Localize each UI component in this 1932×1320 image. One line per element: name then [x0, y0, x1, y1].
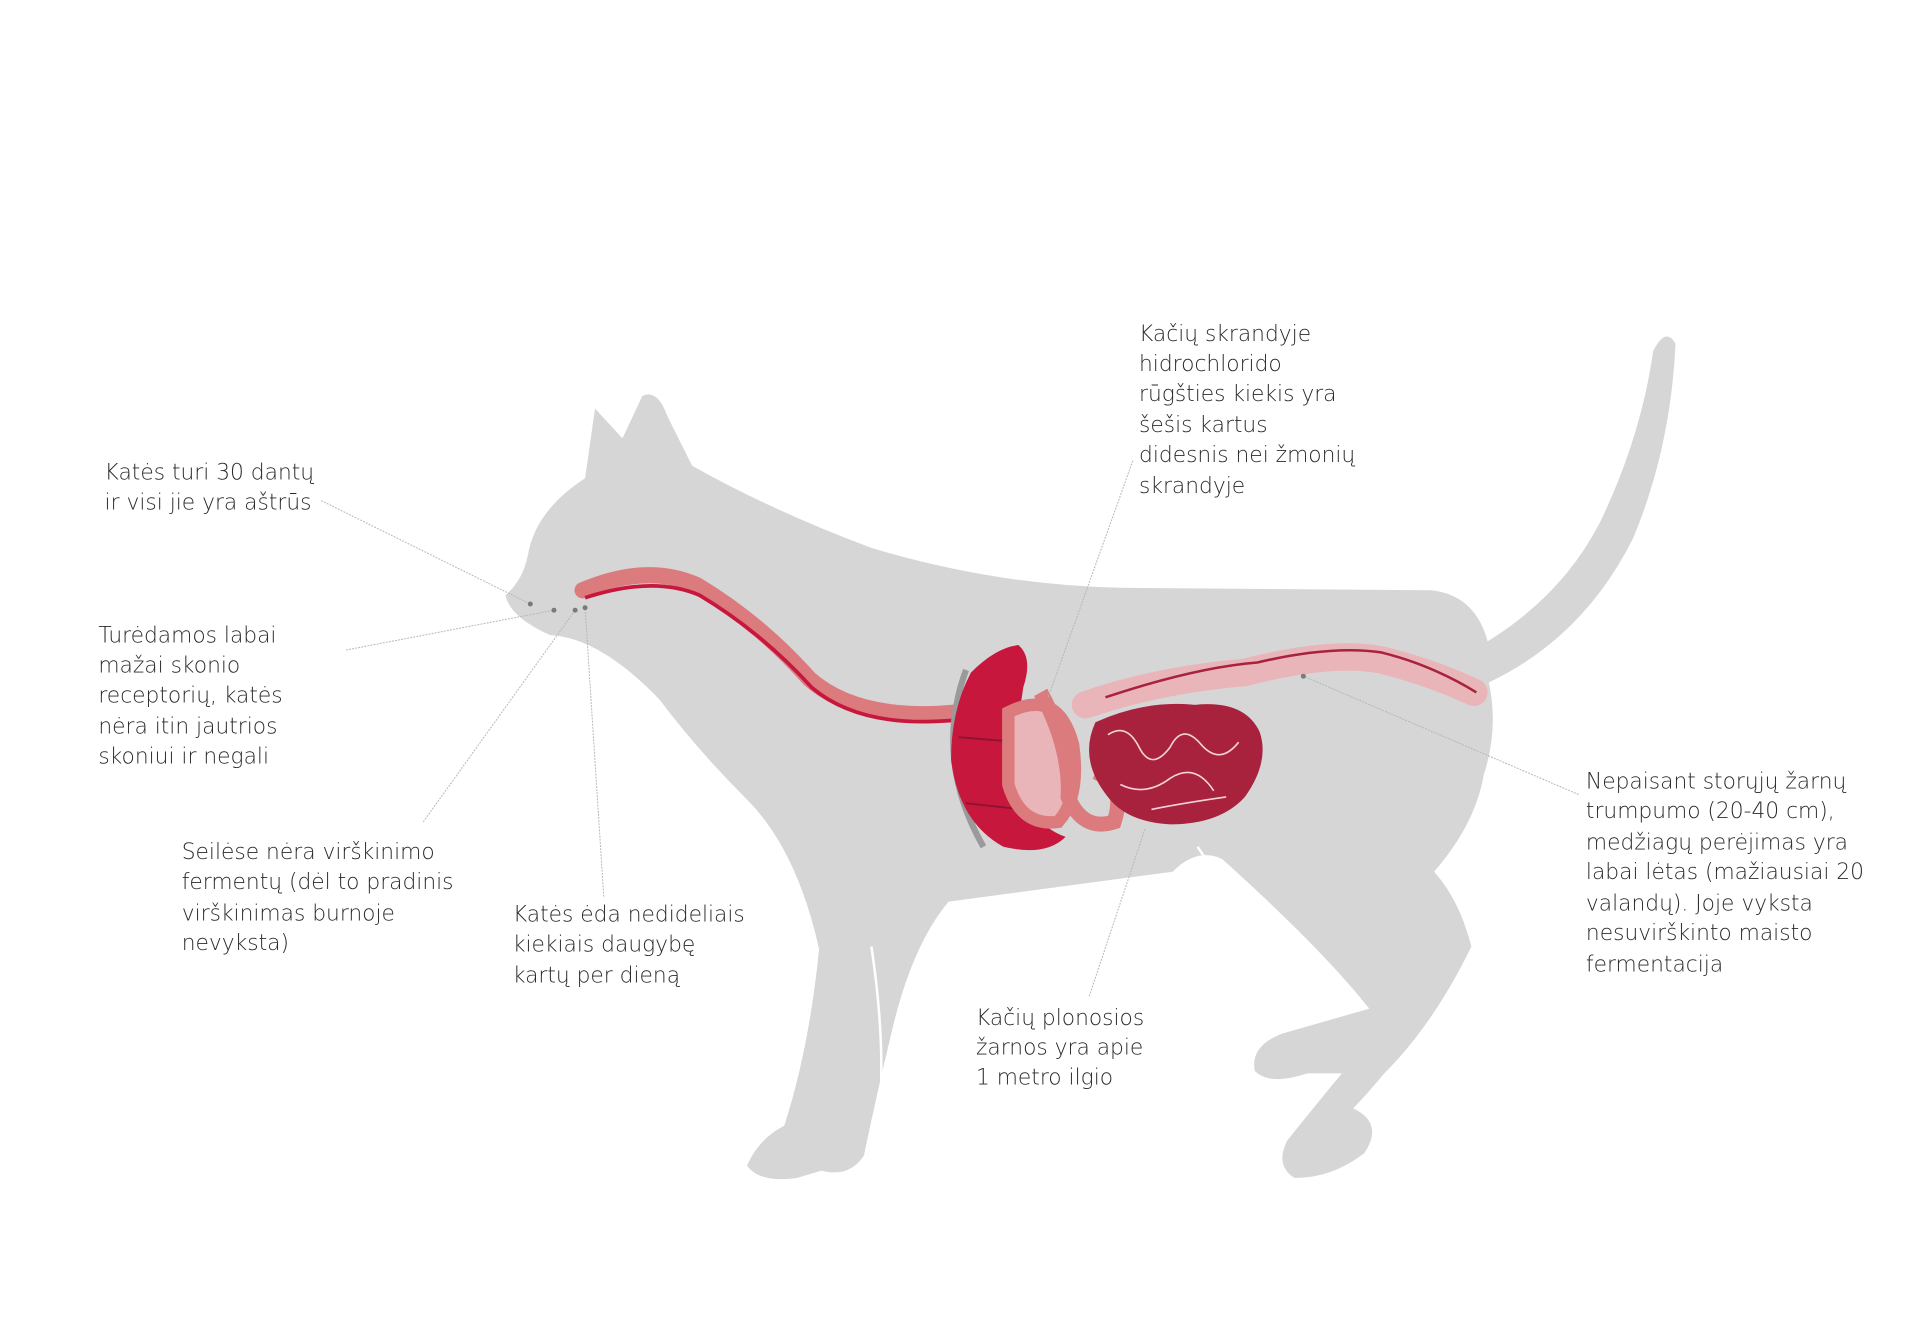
annotation-line: fermentų (dėl to pradinis [182, 870, 454, 895]
small-intestine-coils [1107, 729, 1240, 811]
annotation-line: nevyksta) [182, 931, 289, 956]
annotation-saliva: Seilėse nėra virškinimo fermentų (dėl to… [182, 840, 454, 956]
annotation-teeth: Katės turi 30 dantų ir visi jie yra aštr… [105, 460, 315, 515]
annotation-line: žarnos yra apie [976, 1036, 1143, 1061]
large-intestine-edge [1105, 649, 1478, 699]
annotation-line: nėra itin jautrios [98, 714, 277, 739]
annotation-line: Turėdamos labai [98, 624, 276, 649]
annotation-line: receptorių, katės [98, 683, 282, 708]
annotation-line: trumpumo (20-40 cm), [1586, 799, 1835, 824]
annotation-line: 1 metro ilgio [976, 1066, 1113, 1091]
annotation-line: kartų per dieną [513, 964, 681, 989]
small-intestine [1089, 703, 1263, 825]
annotation-line: Katės turi 30 dantų [105, 460, 315, 485]
annotation-line: Katės ėda nedideliais [513, 903, 745, 928]
annotation-eating: Katės ėda nedideliais kiekiais daugybę k… [513, 903, 745, 989]
annotation-line: medžiagų perėjimas yra [1586, 830, 1848, 855]
annotation-small-intestine: Kačių plonosios žarnos yra apie 1 metro … [976, 1006, 1144, 1091]
esophagus-edge [584, 584, 959, 724]
esophagus [574, 567, 967, 723]
large-intestine [1071, 643, 1488, 719]
annotation-line: mažai skonio [98, 653, 240, 678]
annotation-line: virškinimas burnoje [182, 901, 395, 926]
annotation-line: Kačių skrandyje [1139, 322, 1311, 347]
annotation-line: Seilėse nėra virškinimo [182, 840, 435, 865]
annotation-line: Kačių plonosios [976, 1006, 1144, 1031]
annotation-line: hidrochlorido [1139, 352, 1282, 377]
annotation-stomach: Kačių skrandyje hidrochlorido rūgšties k… [1139, 322, 1355, 499]
annotation-line: skrandyje [1139, 474, 1245, 499]
annotation-taste: Turėdamos labai mažai skonio receptorių,… [98, 624, 282, 770]
leg-outline [870, 846, 1259, 1121]
annotation-line: Nepaisant storųjų žarnų [1586, 769, 1847, 794]
annotation-line: nesuvirškinto maisto [1586, 921, 1812, 946]
annotation-line: ir visi jie yra aštrūs [105, 490, 312, 515]
annotation-line: šešis kartus [1139, 413, 1268, 438]
leader-lines [320, 460, 1579, 997]
annotation-line: fermentacija [1586, 952, 1723, 977]
annotation-line: labai lėtas (mažiausiai 20 [1586, 860, 1864, 885]
annotation-large-intestine: Nepaisant storųjų žarnų trumpumo (20-40 … [1586, 769, 1864, 977]
annotation-line: kiekiais daugybę [513, 932, 695, 957]
annotation-line: rūgšties kiekis yra [1139, 382, 1336, 407]
annotation-line: didesnis nei žmonių [1139, 443, 1355, 468]
annotation-line: valandų). Joje vyksta [1586, 891, 1813, 916]
annotation-line: skoniui ir negali [98, 744, 269, 769]
